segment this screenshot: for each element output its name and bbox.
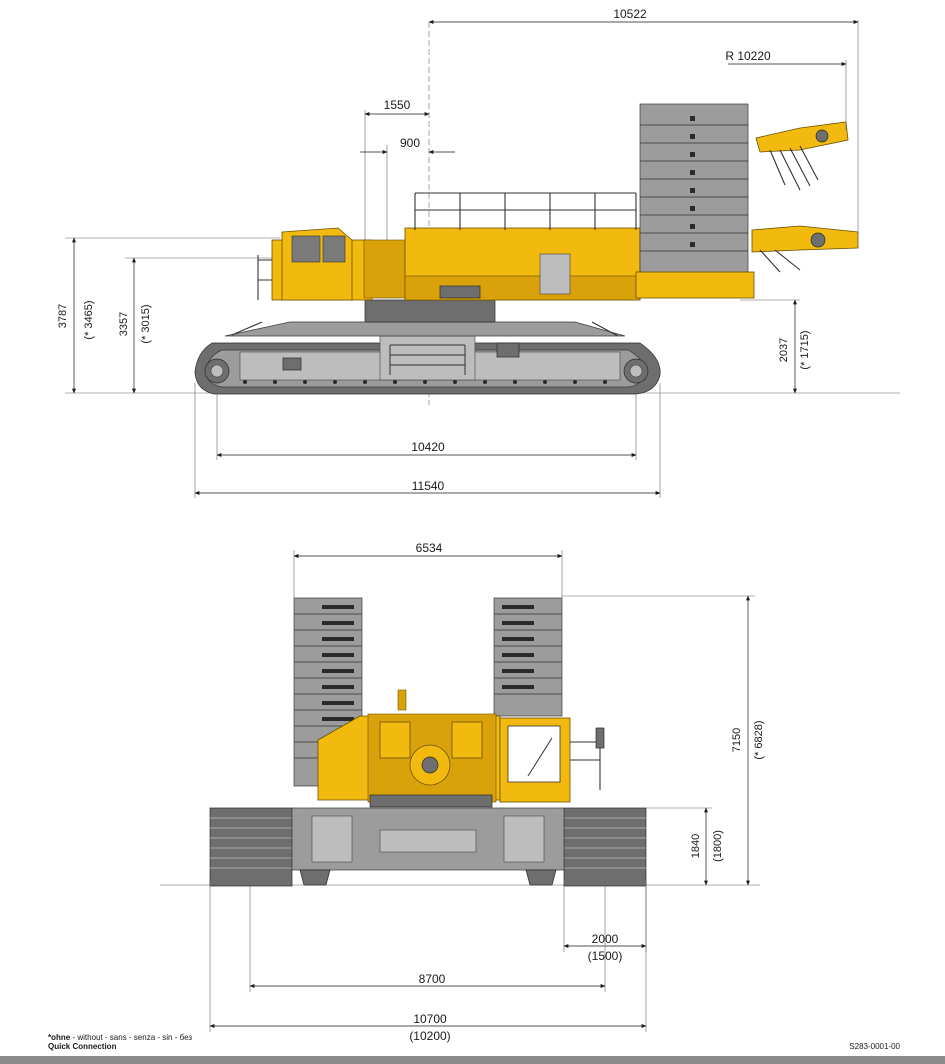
footer: *ohne - without - sans - senza - sin - б… [48, 1033, 901, 1051]
dim-1840-alt: (1800) [712, 830, 724, 862]
dim-1550: 1550 [384, 98, 411, 112]
dim-10420: 10420 [411, 440, 445, 454]
crawler-track-side [194, 321, 661, 395]
superstructure-side [257, 192, 641, 301]
dim-radius: R 10220 [725, 49, 771, 63]
dim-7150-alt: (* 6828) [753, 720, 765, 759]
dim-11540: 11540 [412, 479, 445, 493]
superstructure-rear [317, 689, 605, 808]
dim-10700: 10700 [413, 1012, 447, 1026]
footer-note-line1: *ohne - without - sans - senza - sin - б… [48, 1033, 192, 1042]
quick-connection-side [751, 121, 859, 273]
side-dimension-lines [65, 20, 859, 498]
dim-3787: 3787 [57, 304, 69, 328]
dim-2037-alt: (* 1715) [799, 330, 811, 369]
side-view: 10522 R 10220 1550 900 10420 11540 3787 … [57, 7, 900, 498]
counterweight-stack-side [635, 103, 755, 299]
footer-note-bold: *ohne [48, 1033, 71, 1042]
drawing-id: S283-0001-00 [849, 1042, 900, 1051]
dim-2000-alt: (1500) [588, 949, 623, 963]
bottom-edge-bar [0, 1056, 945, 1064]
dim-1840: 1840 [690, 834, 702, 858]
dim-2000: 2000 [592, 932, 619, 946]
rear-dimension-lines [209, 550, 755, 1032]
dim-10522: 10522 [613, 7, 647, 21]
footer-note-line2: Quick Connection [48, 1042, 117, 1051]
dim-8700: 8700 [419, 972, 446, 986]
dim-900: 900 [400, 136, 420, 150]
dim-10700-alt: (10200) [409, 1029, 450, 1043]
footer-note-rest: - without - sans - senza - sin - без [70, 1033, 192, 1042]
slewing-ring [364, 299, 496, 323]
dim-7150: 7150 [731, 728, 743, 752]
dim-6534: 6534 [416, 541, 443, 555]
counterweight-tower-right [493, 597, 563, 717]
dim-2037: 2037 [778, 338, 790, 362]
dim-3357-alt: (* 3015) [140, 304, 152, 343]
dim-3357: 3357 [118, 312, 130, 336]
rear-view: 6534 8700 2000 (1500) 10700 (10200) 7150… [160, 541, 765, 1043]
dim-3787-alt: (* 3465) [83, 300, 95, 339]
crawler-tracks-rear [209, 807, 647, 887]
